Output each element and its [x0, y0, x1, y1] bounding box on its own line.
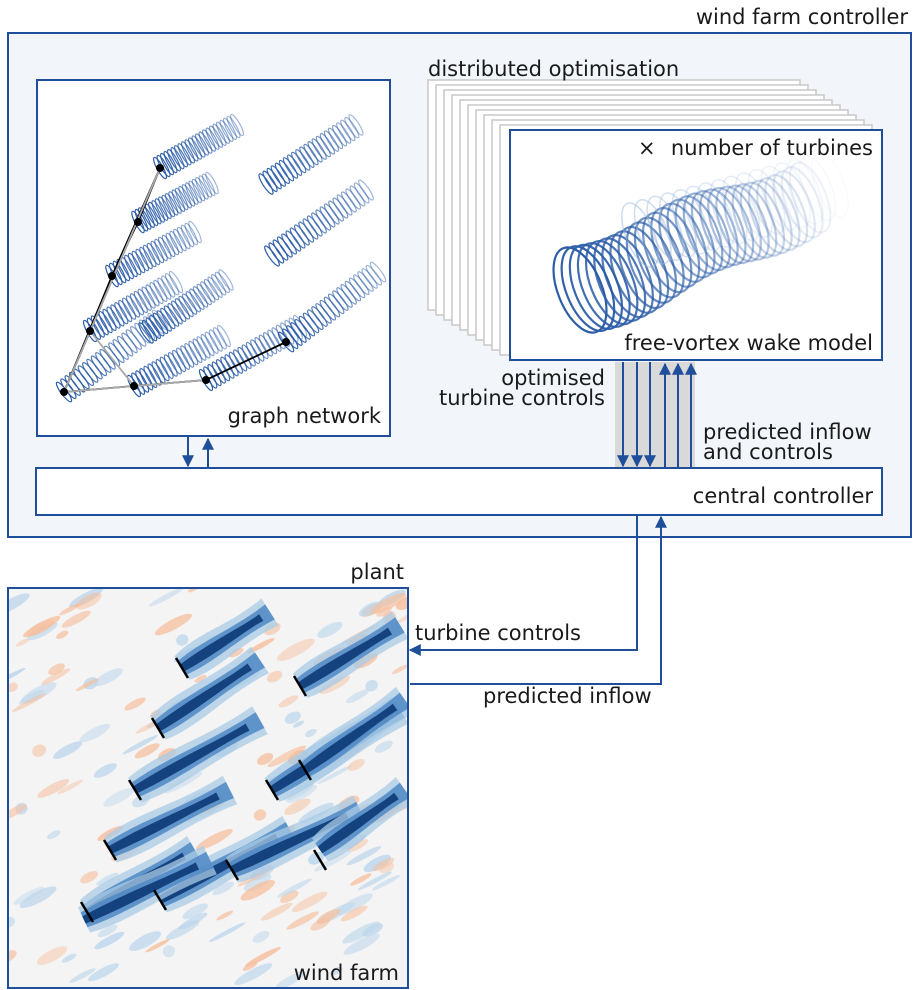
predicted-inflow-controls-1: predicted inflow — [703, 420, 872, 444]
wind-farm-panel: wind farm — [7, 587, 409, 989]
plant-label: plant — [350, 560, 404, 584]
number-of-turbines-label: number of turbines — [671, 136, 873, 160]
graph-nodes — [60, 164, 290, 396]
wind-farm-label: wind farm — [294, 961, 399, 985]
graph-arrows — [182, 437, 214, 468]
turbine-markers — [79, 657, 328, 923]
optimised-label-2: turbine controls — [439, 386, 605, 410]
wind-farm-controller-label: wind farm controller — [696, 5, 909, 29]
free-vortex-wake-model-label: free-vortex wake model — [624, 331, 873, 355]
turbine-controls-label: turbine controls — [415, 621, 581, 645]
optimisation-arrows — [615, 362, 697, 468]
times-symbol: × — [638, 136, 656, 160]
central-controller-box — [35, 467, 883, 516]
distributed-optimisation-label: distributed optimisation — [428, 57, 679, 81]
optimised-label-1: optimised — [501, 366, 605, 390]
predicted-inflow-controls-2: and controls — [703, 440, 833, 464]
predicted-inflow-label: predicted inflow — [483, 684, 652, 708]
central-controller-label: central controller — [693, 484, 874, 508]
plant-connectors — [408, 515, 667, 685]
flow-field — [8, 588, 408, 988]
wake-coils — [55, 113, 387, 403]
vortex-tube — [552, 152, 849, 334]
graph-network-label: graph network — [228, 404, 382, 428]
free-vortex-panel: × number of turbines free-vortex wake mo… — [509, 129, 883, 361]
graph-network-panel: graph network — [36, 79, 391, 437]
